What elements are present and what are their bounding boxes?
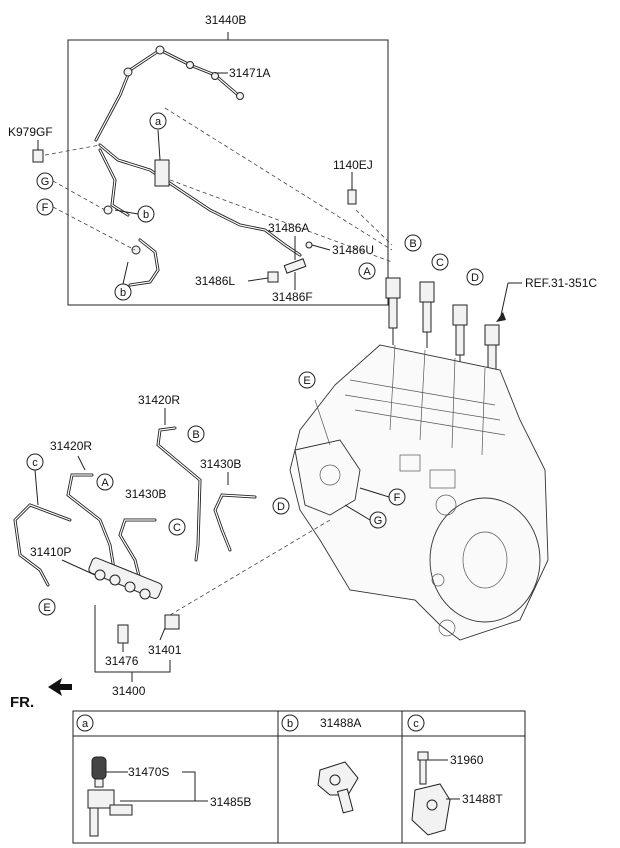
bolt-K979GF xyxy=(32,149,44,163)
label-31485B: 31485B xyxy=(210,795,251,809)
svg-text:b: b xyxy=(143,209,149,221)
label-31430B-right: 31430B xyxy=(200,457,241,471)
injector-4 xyxy=(484,324,500,390)
callout-C-pipe xyxy=(168,518,186,536)
legend-callout-c xyxy=(407,714,425,732)
label-K979GF: K979GF xyxy=(8,125,53,139)
legend-frame xyxy=(72,710,526,844)
pressure-valve-detail xyxy=(87,756,133,837)
label-31400: 31400 xyxy=(112,684,146,698)
legend-callout-a xyxy=(76,714,94,732)
svg-text:B: B xyxy=(409,238,416,250)
svg-text:G: G xyxy=(41,176,50,188)
label-31486U: 31486U xyxy=(332,243,374,257)
label-ref-31-351C: REF.31-351C xyxy=(525,276,597,290)
svg-text:F: F xyxy=(42,202,49,214)
callout-A-top xyxy=(358,262,376,280)
svg-text:a: a xyxy=(82,718,89,730)
bracket-detail xyxy=(411,751,451,836)
label-31430B-left: 31430B xyxy=(125,487,166,501)
high-pressure-pipes: 31420R B 31420R A 31430B D 31430B C c 31… xyxy=(13,393,331,698)
injector-1 xyxy=(385,277,401,345)
legend-callout-b xyxy=(281,714,299,732)
high-pressure-pump xyxy=(294,439,361,516)
svg-text:E: E xyxy=(43,602,50,614)
callout-D-top xyxy=(466,268,484,286)
connector-31488A-detail xyxy=(317,761,359,814)
svg-text:G: G xyxy=(374,515,383,527)
inset-frame xyxy=(67,39,389,306)
callout-a-top xyxy=(149,112,167,130)
label-31420R-top: 31420R xyxy=(138,393,180,407)
common-rail xyxy=(88,557,180,644)
label-31486L: 31486L xyxy=(195,274,235,288)
left-callouts: K979GF G F xyxy=(8,125,136,251)
svg-text:E: E xyxy=(303,375,310,387)
label-31488A: 31488A xyxy=(320,716,361,730)
svg-text:c: c xyxy=(413,718,419,730)
front-arrow-icon xyxy=(48,678,72,696)
svg-text:D: D xyxy=(277,501,285,513)
label-31401: 31401 xyxy=(148,643,182,657)
label-31486A: 31486A xyxy=(268,221,309,235)
bolt-31476 xyxy=(117,624,129,644)
label-31410P: 31410P xyxy=(30,545,71,559)
label-31420R-left: 31420R xyxy=(50,439,92,453)
svg-text:D: D xyxy=(471,272,479,284)
callout-B-pipe xyxy=(187,425,205,443)
label-31960: 31960 xyxy=(450,753,484,767)
svg-text:A: A xyxy=(363,266,371,278)
svg-text:F: F xyxy=(394,492,401,504)
callout-E-pipe xyxy=(38,598,56,616)
flywheel-housing xyxy=(429,497,541,623)
label-1140EJ: 1140EJ xyxy=(333,158,373,172)
callout-B-top xyxy=(404,234,422,252)
bolt-1140EJ xyxy=(347,189,357,205)
svg-text:A: A xyxy=(101,477,109,489)
label-31440B: 31440B xyxy=(205,13,246,27)
engine-block: E F G xyxy=(289,344,549,641)
label-31488T: 31488T xyxy=(462,792,503,806)
svg-text:C: C xyxy=(436,257,444,269)
callout-A-pipe xyxy=(96,473,114,491)
injectors: A B C D REF.31-351C xyxy=(358,234,597,390)
svg-text:a: a xyxy=(155,116,162,128)
label-31486F: 31486F xyxy=(272,290,313,304)
svg-text:b: b xyxy=(287,718,293,730)
label-31470S: 31470S xyxy=(128,765,169,779)
callout-D-pipe xyxy=(272,497,290,515)
pressure-valve xyxy=(154,159,170,187)
callout-E-engine xyxy=(298,371,316,389)
svg-text:B: B xyxy=(192,429,199,441)
svg-text:b: b xyxy=(120,287,126,299)
svg-text:c: c xyxy=(32,457,38,469)
front-indicator: FR. xyxy=(10,678,72,711)
ref-arrow-icon xyxy=(496,312,506,322)
label-fr: FR. xyxy=(10,694,34,711)
svg-text:C: C xyxy=(173,522,181,534)
legend-table: a b c 31488A 31470S 31485B xyxy=(72,710,526,844)
label-31471A: 31471A xyxy=(229,66,270,80)
label-31476: 31476 xyxy=(105,654,139,668)
injector-2 xyxy=(419,281,435,348)
fuel-line-assembly-inset: 31440B 31471A a b b 1140 xyxy=(67,13,389,306)
callout-C-top xyxy=(431,253,449,271)
